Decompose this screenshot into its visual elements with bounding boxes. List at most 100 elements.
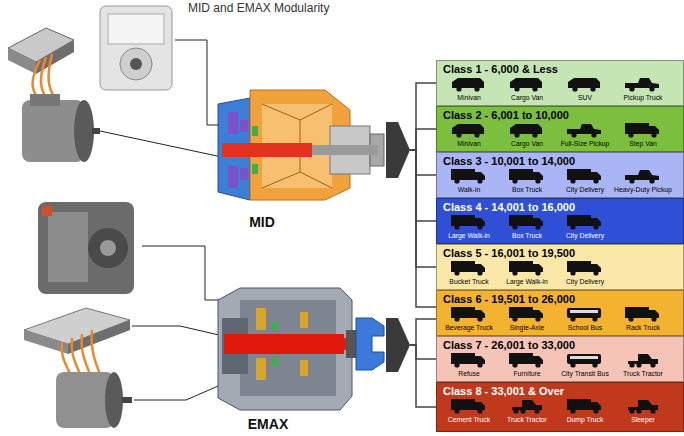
gearbox-photo (100, 6, 172, 90)
vehicle-icon (451, 399, 485, 414)
vehicle-label: Box Truck (497, 232, 557, 240)
vehicle-icon (625, 307, 659, 322)
class-band-title: Class 8 - 33,001 & Over (443, 385, 564, 398)
part-label: EMAX (218, 416, 318, 432)
gearbox-photo (100, 240, 116, 256)
emax-shaft (224, 334, 344, 354)
vehicle-label: Dump Truck (555, 416, 615, 424)
vehicle-label: City Delivery (555, 278, 615, 286)
motor-photo (74, 100, 94, 162)
vehicle-icon (567, 308, 601, 322)
class-band: Class 4 - 14,001 to 16,000Large Walk-inB… (436, 198, 684, 244)
cable (82, 334, 90, 374)
class-band-title: Class 7 - 26,001 to 33,000 (443, 339, 575, 352)
class-band: Class 7 - 26,001 to 33,000RefuseFurnitur… (436, 336, 684, 382)
class-band: Class 3 - 10,001 to 14,000Walk-inBox Tru… (436, 152, 684, 198)
class-band-title: Class 6 - 19,501 to 26,000 (443, 293, 575, 306)
vehicle-label: Minivan (439, 140, 499, 148)
mid-gear (228, 166, 238, 188)
vehicle-icon (451, 307, 485, 322)
vehicle-label: Large Walk-in (439, 232, 499, 240)
vehicle-label: Truck Tractor (613, 370, 673, 378)
connector (410, 83, 436, 150)
mid-gear (240, 120, 248, 132)
vehicle-icon (509, 215, 543, 230)
connector (410, 150, 436, 221)
vehicle-label: City Delivery (555, 186, 615, 194)
vehicle-label: Cement Truck (439, 416, 499, 424)
connector (410, 150, 436, 267)
vehicle-label: Sleeper (613, 416, 673, 424)
mid-shaft (312, 145, 378, 155)
gearbox-photo (130, 58, 142, 70)
vehicle-label: Minivan (439, 94, 499, 102)
vehicle-label: Rack Truck (613, 324, 673, 332)
connector (410, 319, 436, 345)
vehicle-label: Large Walk-in (497, 278, 557, 286)
class-band-title: Class 4 - 14,001 to 16,000 (443, 201, 575, 214)
emax-bearing (272, 358, 278, 366)
cable (49, 54, 56, 100)
gearbox-photo (108, 14, 164, 44)
vehicle-icon (628, 400, 658, 414)
vehicle-label: Pickup Truck (613, 94, 673, 102)
vehicle-label: City Transit Bus (555, 370, 615, 378)
vehicle-icon (452, 78, 484, 92)
emax-bearing (272, 322, 278, 330)
leader-line (142, 246, 232, 300)
vehicle-icon (509, 169, 543, 184)
vehicle-label: SUV (555, 94, 615, 102)
vehicle-icon (510, 78, 542, 92)
vehicle-label: Refuse (439, 370, 499, 378)
vehicle-icon (567, 169, 601, 184)
connector (410, 150, 436, 307)
class-band-title: Class 1 - 6,000 & Less (443, 63, 558, 76)
drivetrain-unit: EMAX (212, 282, 410, 434)
vehicle-icon (451, 215, 485, 230)
emax-gear (256, 358, 266, 380)
motor-shaft (92, 128, 100, 134)
class-band-title: Class 3 - 10,001 to 14,000 (443, 155, 575, 168)
cable (62, 342, 70, 374)
class-band: Class 8 - 33,001 & OverCement TruckTruck… (436, 382, 684, 432)
diagram-title: MID and EMAX Modularity (188, 1, 329, 15)
vehicle-label: Walk-in (439, 186, 499, 194)
cable (41, 57, 48, 100)
vehicle-icon (628, 354, 658, 368)
mid-shaft (222, 143, 312, 157)
vehicle-icon (567, 399, 601, 414)
drivetrain-unit: MID (212, 86, 410, 232)
inverter-photo (68, 320, 130, 354)
vehicle-label: Truck Tractor (497, 416, 557, 424)
emax-gear (256, 308, 266, 330)
block-arrow (386, 122, 410, 178)
motor-photo (105, 372, 123, 428)
vehicle-icon (451, 353, 485, 368)
vehicle-icon (509, 353, 543, 368)
motor-shaft (122, 397, 132, 403)
vehicle-label: Cargo Van (497, 140, 557, 148)
vehicle-label: Box Truck (497, 186, 557, 194)
vehicle-icon (567, 124, 601, 138)
vehicle-icon (512, 400, 542, 414)
gearbox-photo (88, 228, 128, 268)
class-band: Class 1 - 6,000 & LessMinivanCargo VanSU… (436, 60, 684, 106)
vehicle-label: Beverage Truck (439, 324, 499, 332)
vehicle-icon (509, 261, 543, 276)
connector (410, 129, 436, 150)
vehicle-icon (509, 307, 543, 322)
cable (92, 330, 100, 374)
mid-gear (240, 168, 248, 180)
leader-line (134, 380, 232, 400)
vehicle-icon (625, 170, 659, 184)
vehicle-icon (567, 215, 601, 230)
vehicle-icon (451, 261, 485, 276)
vehicle-label: Cargo Van (497, 94, 557, 102)
gearbox-photo (38, 202, 134, 294)
vehicle-icon (510, 124, 542, 138)
gearbox-photo (42, 206, 52, 216)
vehicle-label: Furniture (497, 370, 557, 378)
class-band-title: Class 5 - 16,001 to 19,500 (443, 247, 575, 260)
gearbox-photo (120, 48, 152, 80)
vehicle-label: Heavy-Duty Pickup (613, 186, 673, 194)
